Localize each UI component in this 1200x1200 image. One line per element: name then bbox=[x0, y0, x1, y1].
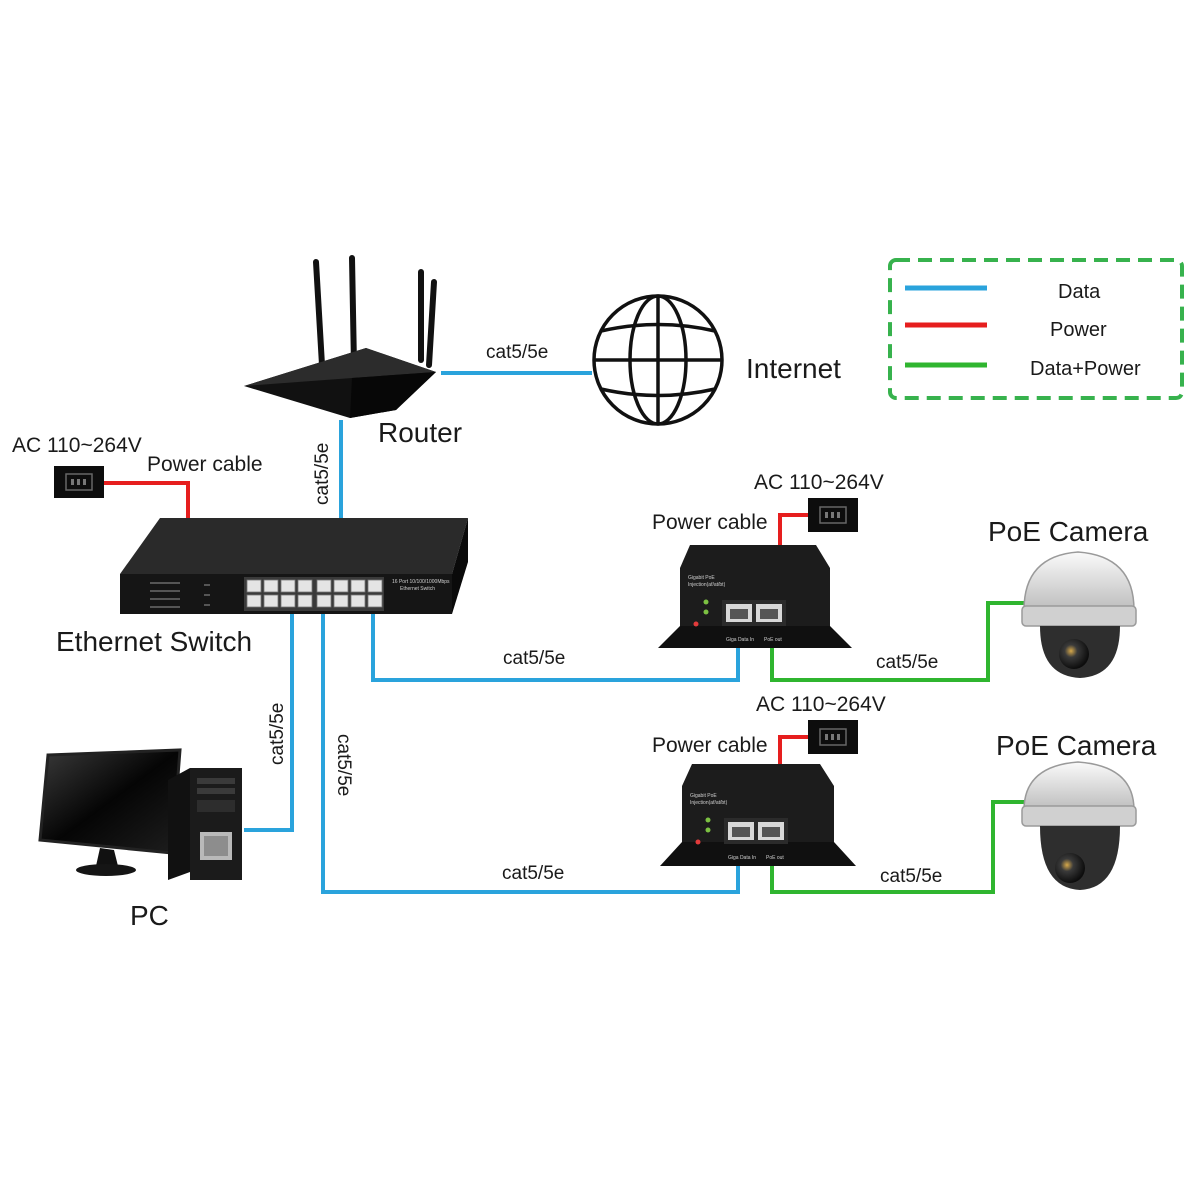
switch-port bbox=[263, 594, 279, 608]
power-cable-switch bbox=[104, 481, 190, 518]
switch-port bbox=[246, 594, 262, 608]
switch-port bbox=[297, 594, 313, 608]
pc-tower-side bbox=[168, 768, 190, 880]
ac-voltage-injector-1: AC 110~264V bbox=[754, 471, 884, 494]
legend bbox=[888, 258, 1184, 400]
poe-camera-1 bbox=[1021, 551, 1137, 678]
router-label: Router bbox=[378, 417, 462, 448]
power-cable-injector-1-label: Power cable bbox=[652, 511, 768, 534]
switch-port bbox=[333, 594, 349, 608]
power-cable-injector-2 bbox=[778, 735, 808, 768]
power-cable-switch-label: Power cable bbox=[147, 453, 263, 476]
router-bevel bbox=[350, 372, 436, 418]
data-power-cables bbox=[770, 601, 1028, 894]
pc bbox=[38, 748, 242, 880]
switch-port bbox=[263, 579, 279, 593]
injector-port-in: Giga Data In bbox=[728, 855, 756, 861]
switch-port bbox=[316, 579, 332, 593]
switch-model-label: 16 Port 10/100/1000Mbps bbox=[392, 579, 450, 585]
monitor-base bbox=[76, 864, 136, 876]
ac-voltage-switch: AC 110~264V bbox=[12, 434, 142, 457]
camera-2-label: PoE Camera bbox=[996, 730, 1157, 761]
switch-side bbox=[452, 518, 468, 614]
ac-plug-icon bbox=[54, 466, 104, 498]
switch-leds bbox=[150, 582, 210, 608]
power-cable-injector-2-label: Power cable bbox=[652, 734, 768, 757]
switch-port bbox=[367, 594, 383, 608]
injector-subtitle: Injection(af/at/bt) bbox=[690, 800, 728, 806]
power-cables bbox=[104, 481, 808, 768]
switch-label: Ethernet Switch bbox=[56, 626, 252, 657]
switch-ports bbox=[244, 577, 384, 611]
router-antenna bbox=[313, 259, 325, 368]
switch-type-label: Ethernet Switch bbox=[400, 586, 435, 592]
power-cable-injector-1 bbox=[778, 513, 808, 548]
cable-label-injector-1-camera: cat5/5e bbox=[876, 652, 938, 673]
injector-port-out: PoE out bbox=[764, 637, 782, 643]
poe-injector-2: Gigabit PoE Injection(af/at/bt) Giga Dat… bbox=[660, 764, 856, 866]
cable-label-injector-2-camera: cat5/5e bbox=[880, 866, 942, 887]
switch-port bbox=[367, 579, 383, 593]
cable-label-switch-injector-2: cat5/5e bbox=[333, 734, 354, 796]
poe-injector-1: Gigabit PoE Injection(af/at/bt) Giga Dat… bbox=[658, 545, 852, 648]
switch-port bbox=[280, 594, 296, 608]
monitor-screen bbox=[38, 748, 182, 855]
legend-label-data: Data bbox=[1058, 281, 1101, 303]
ac-plug-icon bbox=[808, 720, 858, 754]
injector-port-out: PoE out bbox=[766, 855, 784, 861]
internet-label: Internet bbox=[746, 353, 841, 384]
monitor-stand bbox=[96, 848, 118, 866]
cable-label-switch-pc: cat5/5e bbox=[267, 703, 288, 765]
cable-injector-2-camera bbox=[770, 800, 1028, 894]
data-cables bbox=[244, 371, 740, 894]
switch-top bbox=[120, 518, 468, 574]
injector-port-in: Giga Data In bbox=[726, 637, 754, 643]
legend-label-data-power: Data+Power bbox=[1030, 358, 1141, 380]
ac-voltage-injector-2: AC 110~264V bbox=[756, 693, 886, 716]
ethernet-switch: 16 Port 10/100/1000Mbps Ethernet Switch bbox=[120, 518, 468, 614]
switch-port bbox=[280, 579, 296, 593]
cable-label-injector-2-bottom: cat5/5e bbox=[502, 863, 564, 884]
router-top-face bbox=[244, 348, 436, 386]
globe-icon bbox=[592, 294, 724, 426]
cable-switch-injector-1 bbox=[371, 605, 740, 682]
cable-switch-injector-2 bbox=[321, 605, 740, 894]
poe-camera-2 bbox=[1021, 761, 1137, 890]
switch-port bbox=[316, 594, 332, 608]
legend-label-power: Power bbox=[1050, 319, 1107, 341]
pc-tower-front bbox=[190, 768, 242, 880]
injector-title: Gigabit PoE bbox=[690, 793, 717, 799]
legend-border bbox=[888, 258, 1184, 400]
router-antenna bbox=[349, 255, 357, 368]
switch-port bbox=[350, 579, 366, 593]
router-antenna bbox=[426, 279, 437, 368]
switch-port bbox=[297, 579, 313, 593]
cable-injector-1-camera bbox=[770, 601, 1028, 682]
switch-port bbox=[333, 579, 349, 593]
cable-label-router-switch: cat5/5e bbox=[312, 443, 333, 505]
router bbox=[244, 255, 437, 418]
injector-subtitle: Injection(af/at/bt) bbox=[688, 582, 726, 588]
cable-switch-pc bbox=[244, 605, 294, 832]
pc-label: PC bbox=[130, 900, 169, 931]
camera-1-label: PoE Camera bbox=[988, 516, 1149, 547]
switch-port bbox=[350, 594, 366, 608]
cable-label-router-internet: cat5/5e bbox=[486, 342, 548, 363]
cable-label-switch-injector-1: cat5/5e bbox=[503, 648, 565, 669]
ac-plug-icon bbox=[808, 498, 858, 532]
switch-port bbox=[246, 579, 262, 593]
injector-title: Gigabit PoE bbox=[688, 575, 715, 581]
